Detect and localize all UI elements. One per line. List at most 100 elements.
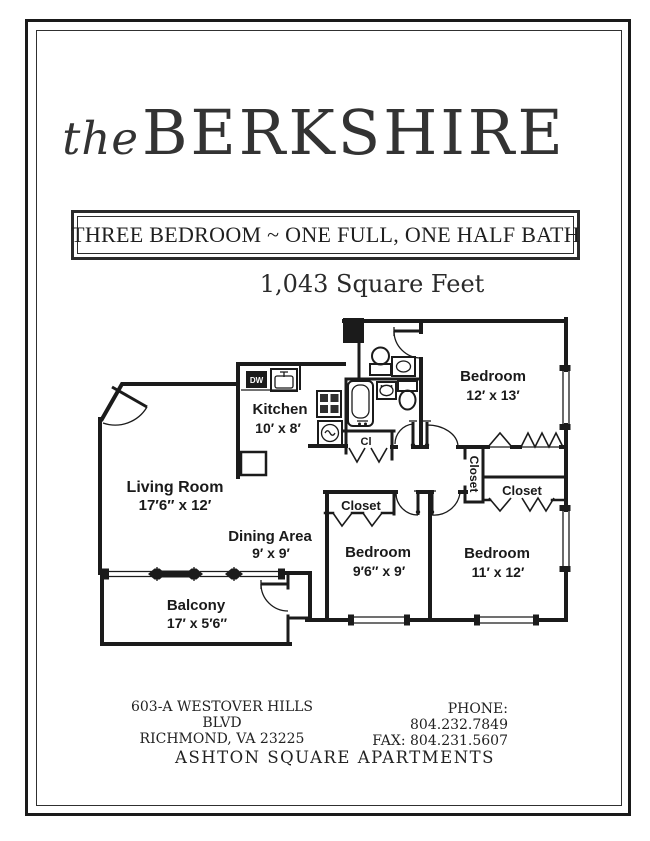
floorplan-diagram: DW bbox=[98, 317, 571, 646]
fixtures: DW bbox=[246, 346, 418, 446]
kitchen-label: Kitchen bbox=[252, 401, 307, 418]
bed2-door-arc bbox=[395, 492, 419, 516]
tub-drain bbox=[364, 422, 367, 426]
halfbath-toilet-bowl bbox=[395, 360, 412, 373]
bedroom1-dims: 12′ x 13′ bbox=[466, 387, 520, 403]
bedroom3-label: Bedroom bbox=[464, 545, 530, 562]
burner bbox=[330, 394, 339, 402]
fullbath-sink-basin bbox=[379, 384, 394, 397]
kitchen-faucet bbox=[280, 371, 288, 377]
brand-prefix: the bbox=[62, 112, 139, 165]
mullion bbox=[148, 568, 166, 580]
mullion bbox=[225, 568, 243, 580]
stove-burners bbox=[320, 394, 339, 413]
window-cap bbox=[559, 566, 571, 572]
sliding-panel bbox=[162, 570, 189, 578]
fullbath-door-arc bbox=[394, 423, 414, 445]
door-hinge bbox=[415, 509, 421, 515]
dishwasher-label: DW bbox=[250, 376, 264, 385]
bed1-door-arc bbox=[426, 424, 459, 447]
bifold-cl-b bbox=[370, 447, 388, 464]
unit-type-box-inner: THREE BEDROOM ~ ONE FULL, ONE HALF BATH bbox=[71, 216, 580, 254]
kitchen-dims: 10′ x 8′ bbox=[255, 420, 301, 436]
washer-drum bbox=[320, 423, 340, 443]
page-border-outer bbox=[25, 19, 631, 816]
unit-type-box: THREE BEDROOM ~ ONE FULL, ONE HALF BATH bbox=[71, 210, 580, 260]
balcony-label: Balcony bbox=[167, 597, 226, 614]
wall-block bbox=[343, 318, 364, 343]
halfbath-toilet bbox=[391, 356, 416, 377]
fax-line: FAX: 804.231.5607 bbox=[372, 733, 508, 749]
bifold-bed1-a bbox=[487, 431, 513, 448]
pedestal-sink-basin bbox=[371, 346, 390, 366]
balcony-dims: 17′ x 5′6″ bbox=[167, 615, 227, 631]
kitchen-island bbox=[239, 450, 268, 477]
square-feet-text: 1,043 Square Feet bbox=[259, 270, 485, 298]
bed3-door-arc bbox=[431, 492, 461, 516]
bifold-bed2-a bbox=[332, 512, 353, 528]
bifold-cl-a bbox=[348, 447, 366, 464]
bathtub bbox=[347, 380, 374, 427]
window-cap bbox=[559, 505, 571, 511]
wall-balcony bbox=[100, 573, 292, 646]
window-bed1-right bbox=[562, 370, 570, 425]
window-cap bbox=[533, 614, 539, 626]
faucet-dot bbox=[390, 385, 393, 387]
bedroom2-label: Bedroom bbox=[345, 544, 411, 561]
phone-block: PHONE: 804.232.7849 FAX: 804.231.5607 bbox=[357, 701, 508, 749]
phone-line: PHONE: 804.232.7849 bbox=[410, 701, 508, 733]
bedroom3-dims: 11′ x 12′ bbox=[472, 564, 525, 580]
halfbath-door-arc bbox=[393, 330, 422, 359]
kitchen-sink-basin bbox=[274, 375, 294, 389]
window-cap bbox=[559, 424, 571, 430]
living-room-label: Living Room bbox=[127, 479, 224, 496]
bifold-bed2-b bbox=[362, 512, 383, 528]
dining-area-label: Dining Area bbox=[228, 528, 312, 545]
closet-cl-label: Cl bbox=[361, 436, 372, 448]
bifold-bed1-b bbox=[520, 431, 564, 449]
complex-name: ASHTON SQUARE APARTMENTS bbox=[175, 748, 495, 767]
address-line1: 603-A WESTOVER HILLS BLVD bbox=[130, 699, 314, 731]
address-block: 603-A WESTOVER HILLS BLVD RICHMOND, VA 2… bbox=[110, 699, 334, 747]
entry-door-leaf bbox=[111, 385, 148, 409]
bifold-doors bbox=[332, 431, 564, 528]
rail-cap bbox=[278, 568, 285, 580]
window-cap bbox=[474, 614, 480, 626]
tub-drain bbox=[358, 422, 361, 426]
bathtub-basin bbox=[351, 384, 370, 419]
window-cap bbox=[404, 614, 410, 626]
rail-mullions bbox=[148, 567, 243, 581]
door-hinge bbox=[424, 442, 430, 448]
wall-balcony-right bbox=[286, 573, 312, 646]
doors bbox=[102, 327, 461, 612]
stove bbox=[316, 390, 342, 418]
living-room-dims: 17′6″ x 12′ bbox=[139, 497, 212, 514]
door-hinge bbox=[429, 509, 435, 515]
closet-bed2-label: Closet bbox=[341, 498, 381, 513]
fullbath-sink bbox=[376, 381, 397, 400]
window-bed2-bottom bbox=[352, 616, 408, 624]
page-border-inner bbox=[36, 30, 622, 806]
address-line2: RICHMOND, VA 23225 bbox=[139, 731, 305, 747]
brand-name: BERKSHIRE bbox=[141, 96, 566, 169]
room-labels: Kitchen 10′ x 8′ Living Room 17′6″ x 12′… bbox=[127, 368, 543, 631]
windows bbox=[102, 365, 571, 626]
toilet-bowl bbox=[398, 389, 417, 411]
rail-cap bbox=[102, 568, 109, 580]
burner bbox=[320, 405, 328, 413]
closet-bed3-label: Closet bbox=[502, 483, 542, 498]
closet-hall-label: Closet bbox=[467, 456, 481, 493]
unit-type-text: THREE BEDROOM ~ ONE FULL, ONE HALF BATH bbox=[71, 222, 580, 247]
window-bed3-right bbox=[562, 510, 570, 568]
entry-door-arc bbox=[102, 406, 148, 426]
pedestal-sink-base bbox=[369, 363, 392, 376]
washer-dryer bbox=[317, 420, 343, 446]
bifold-bed3-b bbox=[521, 496, 555, 513]
balcony-rail bbox=[109, 570, 279, 578]
faucet-dot bbox=[380, 385, 383, 387]
brand-title: theBERKSHIRE bbox=[0, 96, 650, 169]
window-cap bbox=[348, 614, 354, 626]
bifold-bed3-a bbox=[488, 497, 512, 513]
wall-living-top bbox=[99, 382, 240, 422]
